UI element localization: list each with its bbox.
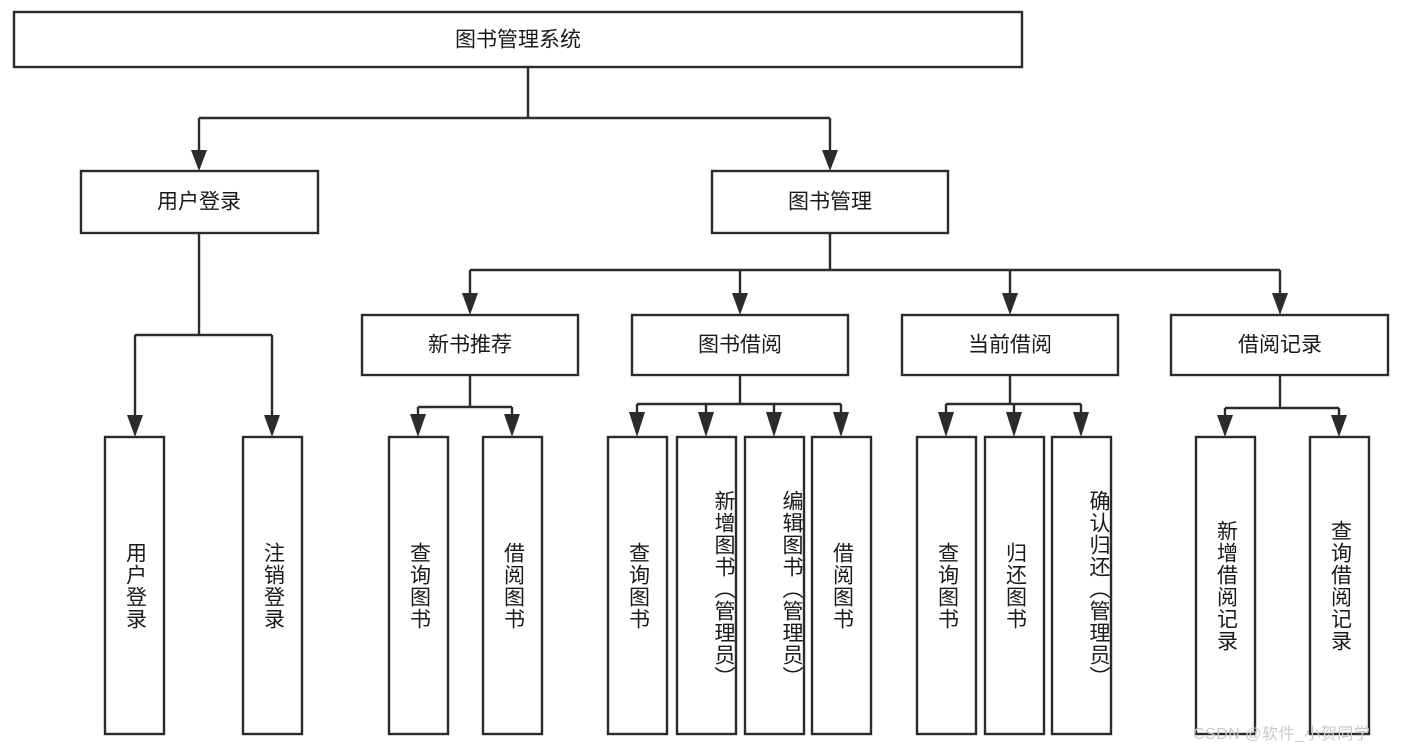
node-root-label: 图书管理系统: [455, 29, 581, 52]
node-user-login-label: 用户登录: [157, 191, 241, 214]
node-leaf-query-book-rec-box[interactable]: [387, 435, 450, 736]
node-user-login-box[interactable]: [79, 169, 320, 235]
node-leaf-query-book-current-box[interactable]: [915, 435, 978, 736]
arrow-head-icon: [766, 412, 782, 437]
arrow-head-icon: [1331, 415, 1347, 437]
node-leaf-add-book-box[interactable]: [675, 435, 738, 736]
node-leaf-user-login-box[interactable]: [103, 435, 166, 736]
node-book-borrow-label: 图书借阅: [698, 334, 782, 357]
connector-bookborrow-to-leaves: [629, 375, 849, 437]
arrow-head-icon: [732, 293, 748, 315]
node-leaf-confirm-return-box[interactable]: [1050, 435, 1113, 736]
connector-currentborrow-to-leaves: [938, 375, 1089, 437]
node-leaf-return-book-box[interactable]: [983, 435, 1046, 736]
node-new-book-recommend-label: 新书推荐: [428, 334, 512, 357]
node-current-borrow-box[interactable]: [900, 313, 1120, 377]
node-book-manage[interactable]: 图书管理: [710, 169, 950, 235]
arrow-head-icon: [1006, 412, 1022, 437]
node-current-borrow[interactable]: 当前借阅: [900, 313, 1120, 377]
node-leaf-logout-box[interactable]: [241, 435, 304, 736]
node-book-borrow-box[interactable]: [630, 313, 850, 377]
node-root-box[interactable]: [12, 10, 1024, 69]
arrow-head-icon: [629, 412, 645, 437]
arrow-head-icon: [833, 412, 849, 437]
node-current-borrow-label: 当前借阅: [968, 334, 1052, 357]
node-borrow-record[interactable]: 借阅记录: [1169, 313, 1390, 377]
connector-borrowrecord-to-leaves: [1217, 375, 1347, 437]
arrow-head-icon: [1073, 412, 1089, 437]
node-leaf-borrow-book-box[interactable]: [810, 435, 873, 736]
arrow-head-icon: [1217, 415, 1233, 437]
node-leaf-query-book-borrow-box[interactable]: [606, 435, 669, 736]
node-leaf-add-borrow-record-box[interactable]: [1194, 435, 1257, 736]
node-borrow-record-box[interactable]: [1169, 313, 1390, 377]
node-book-borrow[interactable]: 图书借阅: [630, 313, 850, 377]
arrow-head-icon: [191, 150, 207, 171]
node-book-manage-box[interactable]: [710, 169, 950, 235]
arrow-head-icon: [410, 414, 426, 437]
arrow-head-icon: [504, 414, 520, 437]
csdn-watermark: CSDN @软件_小贺同学: [1193, 726, 1371, 743]
connector-newbook-to-leaves: [410, 375, 520, 437]
arrow-head-icon: [1002, 293, 1018, 315]
arrow-head-icon: [264, 415, 280, 437]
node-leaf-query-borrow-record-box[interactable]: [1308, 435, 1371, 736]
node-leaf-edit-book-box[interactable]: [743, 435, 806, 736]
connector-bookmanage-to-level3: [462, 233, 1288, 315]
connector-userlogin-to-leaves: [127, 233, 280, 437]
node-root[interactable]: 图书管理系统: [12, 10, 1024, 69]
node-leaf-borrow-book-rec-box[interactable]: [481, 435, 544, 736]
arrow-head-icon: [938, 412, 954, 437]
node-new-book-recommend[interactable]: 新书推荐: [360, 313, 580, 377]
connector-root-to-level2: [191, 67, 838, 171]
arrow-head-icon: [1272, 293, 1288, 315]
arrow-head-icon: [462, 293, 478, 315]
arrow-head-icon: [127, 415, 143, 437]
node-user-login[interactable]: 用户登录: [79, 169, 320, 235]
arrow-head-icon: [822, 150, 838, 171]
node-book-manage-label: 图书管理: [788, 191, 872, 214]
node-borrow-record-label: 借阅记录: [1238, 334, 1322, 357]
arrow-head-icon: [698, 412, 714, 437]
node-new-book-recommend-box[interactable]: [360, 313, 580, 377]
